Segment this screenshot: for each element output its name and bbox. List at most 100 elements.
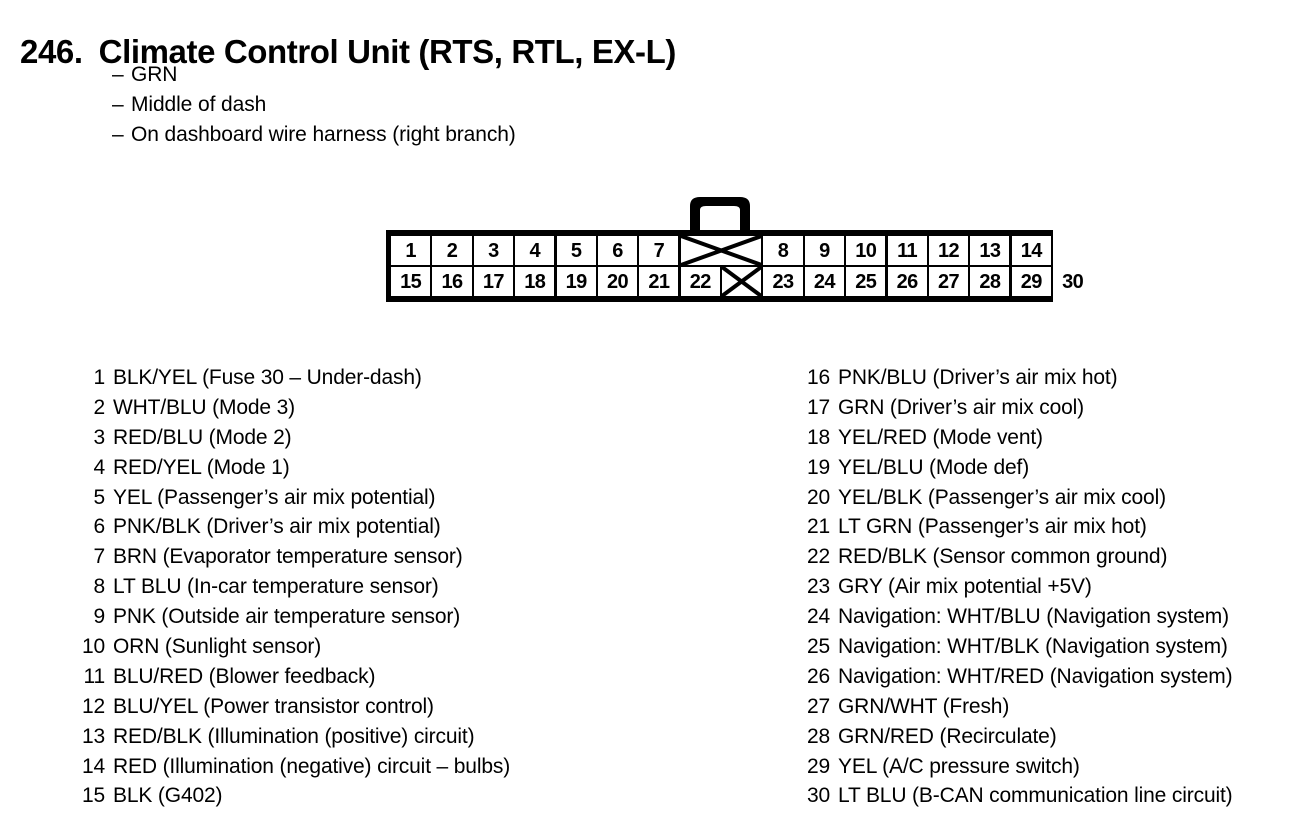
connector-pin-17: 17 [473, 267, 513, 296]
connector-pin-28: 28 [970, 267, 1010, 296]
connector-pin-11: 11 [887, 236, 927, 265]
pin-row: 19 YEL/BLU (Mode def) [726, 456, 1312, 486]
connector-pin-29: 29 [1011, 267, 1051, 296]
pin-number: 13 [81, 724, 105, 748]
connector-pin-7: 7 [639, 236, 679, 265]
subtitle-item-label: GRN [131, 63, 178, 86]
pin-description: LT BLU (B-CAN communication line circuit… [838, 784, 1233, 808]
connector-pin-27: 27 [928, 267, 969, 296]
pin-number: 20 [806, 485, 830, 509]
connector-pin-2: 2 [432, 236, 472, 265]
pin-row: 9 PNK (Outside air temperature sensor) [0, 605, 640, 635]
connector-pin-13: 13 [970, 236, 1010, 265]
connector-pin-4: 4 [515, 236, 555, 265]
pin-number: 9 [93, 605, 105, 629]
page-title-text: Climate Control Unit (RTS, RTL, EX-L) [98, 33, 677, 71]
pin-description: YEL (Passenger’s air mix potential) [113, 485, 436, 509]
connector-cell-blank [680, 236, 762, 265]
pin-description: LT BLU (In-car temperature sensor) [113, 575, 439, 599]
connector-pin-1: 1 [391, 236, 431, 265]
subtitle-item-label: Middle of dash [131, 93, 267, 116]
pin-number: 5 [93, 485, 105, 509]
subtitle-item: –On dashboard wire harness (right branch… [112, 120, 516, 150]
pin-description: Navigation: WHT/BLU (Navigation system) [838, 605, 1229, 629]
pin-description: GRY (Air mix potential +5V) [838, 575, 1092, 599]
pin-row: 2 WHT/BLU (Mode 3) [0, 396, 640, 426]
pin-number: 8 [93, 575, 105, 599]
connector-pin-10: 10 [846, 236, 886, 265]
subtitle-item: –Middle of dash [112, 90, 516, 120]
page-title: 246. Climate Control Unit (RTS, RTL, EX-L… [20, 32, 676, 72]
pin-number: 6 [93, 515, 105, 539]
connector-pin-19: 19 [556, 267, 596, 296]
connector-pin-23: 23 [763, 267, 803, 296]
pin-description: WHT/BLU (Mode 3) [113, 395, 295, 419]
pin-number: 18 [806, 425, 830, 449]
subtitle-item-label: On dashboard wire harness (right branch) [131, 123, 516, 146]
pin-number: 14 [81, 754, 105, 778]
connector-pin-5: 5 [556, 236, 596, 265]
pin-number: 3 [93, 425, 105, 449]
pin-description: BLU/YEL (Power transistor control) [113, 694, 434, 718]
dash-icon: – [112, 93, 124, 116]
pin-number: 22 [806, 545, 830, 569]
pin-number: 4 [93, 455, 105, 479]
pin-description: YEL/BLK (Passenger’s air mix cool) [838, 485, 1166, 509]
connector-pin-12: 12 [928, 236, 969, 265]
pin-description: ORN (Sunlight sensor) [113, 635, 322, 659]
pin-row: 24 Navigation: WHT/BLU (Navigation system… [726, 605, 1312, 635]
pin-row: 12 BLU/YEL (Power transistor control) [0, 695, 640, 725]
pin-number: 19 [806, 455, 830, 479]
pin-description: LT GRN (Passenger’s air mix hot) [838, 515, 1147, 539]
connector-pin-24: 24 [804, 267, 844, 296]
connector-pin-21: 21 [639, 267, 679, 296]
pin-description: RED/BLK (Sensor common ground) [838, 545, 1168, 569]
pin-number: 25 [806, 635, 830, 659]
connector-pin-20: 20 [597, 267, 638, 296]
subtitle-list: –GRN–Middle of dash–On dashboard wire ha… [112, 60, 516, 150]
pin-row: 7 BRN (Evaporator temperature sensor) [0, 545, 640, 575]
pin-number: 2 [93, 395, 105, 419]
connector-pin-16: 16 [432, 267, 472, 296]
pin-description: BRN (Evaporator temperature sensor) [113, 545, 463, 569]
connector-cell-blank [722, 267, 762, 296]
pin-number: 26 [806, 664, 830, 688]
pin-description: PNK (Outside air temperature sensor) [113, 605, 461, 629]
pin-number: 24 [806, 605, 830, 629]
pin-number: 16 [806, 366, 830, 389]
connector-pin-8: 8 [763, 236, 803, 265]
pin-description: GRN/WHT (Fresh) [838, 694, 1010, 718]
pin-number: 7 [93, 545, 105, 569]
pin-description: PNK/BLK (Driver’s air mix potential) [113, 515, 441, 539]
pin-number: 11 [83, 664, 106, 688]
connector-pin-3: 3 [473, 236, 513, 265]
pin-description: GRN/RED (Recirculate) [838, 724, 1057, 748]
pin-number: 12 [81, 694, 105, 718]
pin-description: YEL/BLU (Mode def) [838, 455, 1030, 479]
pin-description: Navigation: WHT/BLK (Navigation system) [838, 635, 1228, 659]
dash-icon: – [112, 123, 124, 146]
page-title-number: 246. [20, 33, 83, 71]
pin-number: 23 [806, 575, 830, 599]
pin-description: BLK (G402) [113, 784, 223, 808]
pin-row: 8 LT BLU (In-car temperature sensor) [0, 575, 640, 605]
